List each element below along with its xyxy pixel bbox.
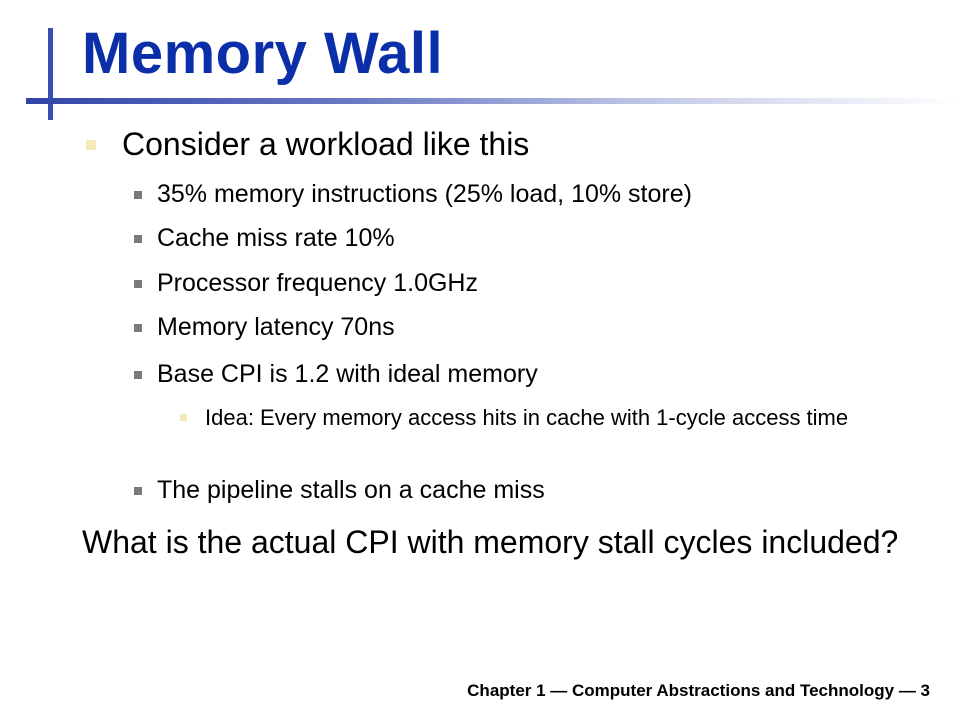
bullet-text: Cache miss rate 10% bbox=[157, 224, 395, 252]
bullet-level2: Cache miss rate 10% bbox=[134, 224, 395, 253]
square-bullet-icon bbox=[134, 371, 142, 379]
bullet-text: Memory latency 70ns bbox=[157, 313, 395, 341]
bullet-level2: Processor frequency 1.0GHz bbox=[134, 269, 478, 298]
slide-title: Memory Wall bbox=[82, 21, 444, 86]
bullet-text: 35% memory instructions (25% load, 10% s… bbox=[157, 180, 692, 208]
square-bullet-icon bbox=[134, 324, 142, 332]
square-bullet-icon bbox=[134, 235, 142, 243]
bullet-level2: 35% memory instructions (25% load, 10% s… bbox=[134, 180, 692, 209]
title-accent-vertical-bar bbox=[48, 28, 53, 120]
bullet-level1: Consider a workload like this bbox=[86, 126, 529, 163]
square-bullet-icon bbox=[180, 414, 187, 421]
bullet-text: Base CPI is 1.2 with ideal memory bbox=[157, 360, 538, 388]
slide-footer: Chapter 1 — Computer Abstractions and Te… bbox=[467, 681, 930, 700]
square-bullet-icon bbox=[134, 191, 142, 199]
bullet-text: The pipeline stalls on a cache miss bbox=[157, 476, 545, 504]
bullet-level2: Base CPI is 1.2 with ideal memory bbox=[134, 360, 538, 389]
square-bullet-icon bbox=[86, 140, 96, 150]
bullet-level3: Idea: Every memory access hits in cache … bbox=[180, 403, 910, 433]
title-accent-horizontal-bar bbox=[26, 98, 960, 104]
square-bullet-icon bbox=[134, 487, 142, 495]
bullet-level2: The pipeline stalls on a cache miss bbox=[134, 476, 545, 505]
bullet-level2: Memory latency 70ns bbox=[134, 313, 395, 342]
question-text: What is the actual CPI with memory stall… bbox=[82, 524, 899, 560]
square-bullet-icon bbox=[134, 280, 142, 288]
bullet-text: Processor frequency 1.0GHz bbox=[157, 269, 478, 297]
bullet-text: Consider a workload like this bbox=[122, 126, 530, 162]
bullet-text: Idea: Every memory access hits in cache … bbox=[205, 405, 849, 430]
